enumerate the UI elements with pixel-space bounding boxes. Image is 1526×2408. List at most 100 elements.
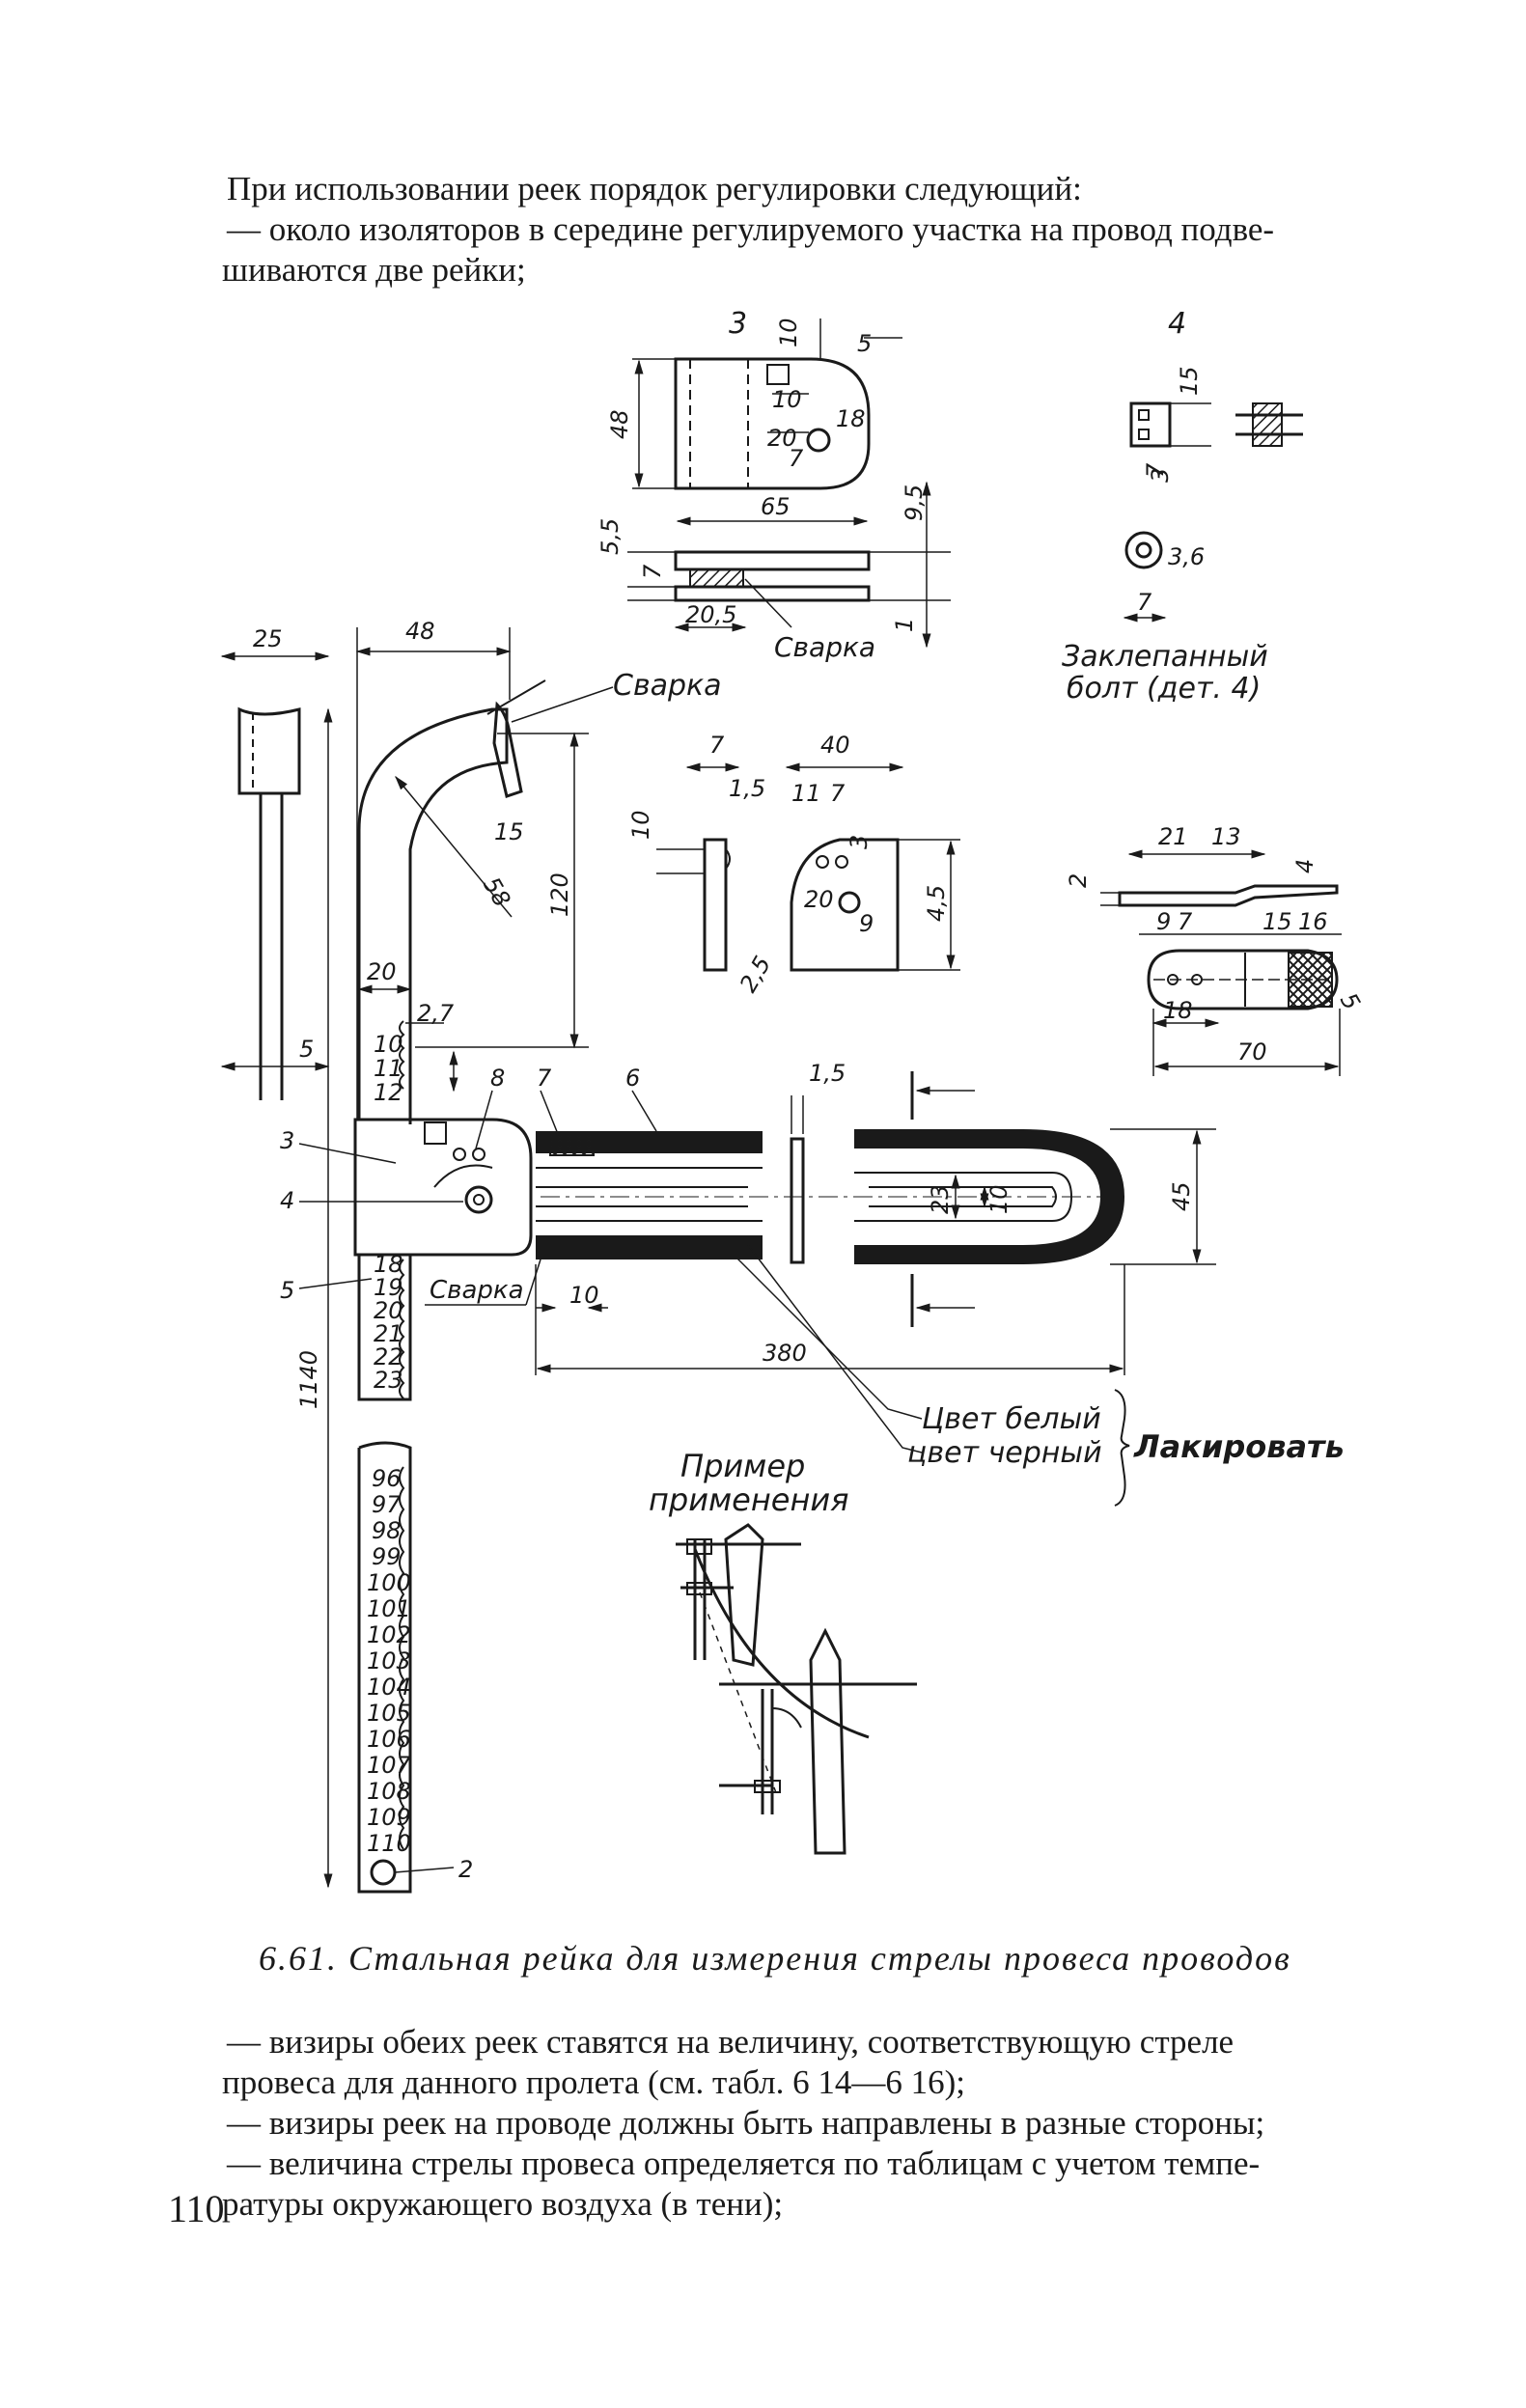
dim-11: 11: [791, 780, 821, 807]
dim-7-a: 7: [789, 445, 804, 472]
bottom-line-1: — визиры обеих реек ставятся на величину…: [227, 2023, 1235, 2061]
dim-25: 25: [253, 625, 283, 652]
dim-58: 58: [478, 872, 516, 911]
intro-line-2: — около изоляторов в середине регулируем…: [227, 210, 1275, 248]
dim-9-5: 9,5: [901, 484, 928, 521]
post-drawing: 25 5: [220, 625, 330, 1100]
part-label-5-top: 5: [857, 330, 872, 357]
dim-23: 23: [927, 1184, 954, 1214]
example-label-line-2: применения: [649, 1481, 848, 1518]
dim-48-side: 48: [606, 409, 633, 439]
scale-22: 22: [374, 1343, 403, 1370]
scale-23: 23: [374, 1367, 403, 1394]
dim-4-5: 4,5: [923, 885, 950, 922]
dim-48-top: 48: [405, 618, 435, 645]
bottom-line-3: — визиры реек на проводе должны быть нап…: [227, 2104, 1265, 2142]
scale-103: 103: [367, 1647, 411, 1675]
dim-15-b: 15: [494, 818, 524, 845]
dim-70: 70: [1237, 1038, 1267, 1066]
scale-106: 106: [367, 1726, 411, 1753]
part-label-5-left: 5: [280, 1277, 294, 1304]
scale-10: 10: [374, 1031, 403, 1058]
scale-102: 102: [367, 1621, 411, 1648]
rivet-bolt-label-line-1: Заклепанный: [1062, 640, 1268, 674]
detail-visor-part-drawing: 21 13 2 4 9 7 15 16 5 18 70: [1065, 823, 1366, 1076]
dim-4: 4: [1291, 859, 1318, 873]
color-white-label: Цвет белый: [922, 1402, 1101, 1436]
dim-40: 40: [820, 732, 850, 759]
dim-45: 45: [1168, 1181, 1195, 1211]
dim-18-b: 18: [1163, 997, 1193, 1024]
welding-label-3: Сварка: [430, 1276, 524, 1305]
technical-drawing: 3 48 65 10 5 10 18 20 7: [220, 307, 1366, 1894]
detail-7-drawing: 7 1,5 10 40 11 7 3 20 9 4,5 2,5: [627, 732, 960, 997]
scale-20: 20: [374, 1297, 403, 1324]
example-label-line-1: Пример: [680, 1448, 805, 1484]
dim-3-b: 3: [846, 835, 873, 849]
intro-paragraph: При использовании реек порядок регулиров…: [222, 169, 1438, 291]
part-label-2: 2: [458, 1856, 473, 1883]
scale-101: 101: [367, 1595, 411, 1622]
dim-7-g: 7: [1178, 908, 1193, 935]
dim-120: 120: [546, 872, 573, 917]
dim-16: 16: [1298, 908, 1328, 935]
dim-15-c: 15: [1262, 908, 1292, 935]
scale-21: 21: [374, 1320, 403, 1347]
dim-10-b: 10: [772, 386, 802, 413]
scale-100: 100: [367, 1569, 411, 1596]
dim-380: 380: [763, 1340, 807, 1367]
rack-drawing: 48 Сварка 58 15 120 20 2,7 10 11: [280, 618, 722, 1894]
dim-2-5: 2,5: [735, 952, 776, 997]
scale-104: 104: [367, 1674, 411, 1701]
dim-10-d: 10: [985, 1184, 1013, 1214]
part-label-8: 8: [490, 1065, 505, 1092]
dim-20-5: 20,5: [685, 601, 736, 628]
bottom-line-2: провеса для данного пролета (см. табл. 6…: [222, 2063, 966, 2101]
scale-19: 19: [374, 1274, 403, 1301]
visor-drawing: 1,5 23 10 45 380 10: [535, 1060, 1345, 1507]
intro-line-1: При использовании реек порядок регулиров…: [227, 170, 1082, 208]
application-example-drawing: Пример применения: [649, 1448, 917, 1855]
dim-5-5: 5,5: [597, 518, 624, 555]
scale-18: 18: [374, 1251, 403, 1278]
scale-96: 96: [372, 1465, 402, 1492]
detail-3-drawing: 3 48 65 10 5 10 18 20 7: [597, 307, 951, 663]
part-label-3-top: 3: [729, 307, 747, 341]
color-black-label: цвет черный: [907, 1436, 1102, 1470]
dim-20-b: 20: [367, 958, 397, 985]
dim-7-e: 7: [709, 732, 725, 759]
bottom-paragraph: — визиры обеих реек ставятся на величину…: [222, 2022, 1438, 2225]
rivet-bolt-label-line-2: болт (дет. 4): [1067, 672, 1261, 706]
part-label-1: 1: [891, 618, 918, 632]
scale-12: 12: [374, 1079, 403, 1106]
scale-109: 109: [367, 1804, 411, 1831]
part-label-4-left: 4: [280, 1187, 294, 1214]
dim-3-a: 3: [1147, 468, 1174, 483]
part-label-4-top: 4: [1168, 307, 1186, 341]
part-label-7: 7: [537, 1065, 552, 1092]
scale-107: 107: [367, 1752, 412, 1779]
dim-7-c: 7: [1142, 462, 1169, 478]
scale-98: 98: [372, 1517, 402, 1544]
bottom-line-4: — величина стрелы провеса определяется п…: [227, 2145, 1261, 2182]
dim-20-c: 20: [804, 886, 834, 913]
scale-110: 110: [367, 1830, 411, 1857]
lacquer-label: Лакировать: [1133, 1428, 1345, 1465]
part-label-3-left: 3: [280, 1127, 294, 1154]
dim-10-a: 10: [775, 318, 802, 347]
dim-15-a: 15: [1176, 366, 1203, 396]
figure-caption: 6.61. Стальная рейка для измерения стрел…: [259, 1939, 1291, 1978]
dim-20-a: 20: [767, 425, 797, 452]
bottom-line-5: ратуры окружающего воздуха (в тени);: [222, 2185, 784, 2223]
dim-1140: 1140: [295, 1350, 322, 1409]
dim-10-c: 10: [627, 810, 654, 840]
scale-105: 105: [367, 1700, 411, 1727]
scale-108: 108: [367, 1778, 411, 1805]
dim-5-a: 5: [299, 1036, 314, 1063]
scale-99: 99: [372, 1543, 402, 1570]
dim-1-5-a: 1,5: [729, 775, 765, 802]
page-number: 110: [168, 2187, 225, 2230]
dim-21: 21: [1158, 823, 1188, 850]
dim-2: 2: [1065, 873, 1092, 888]
